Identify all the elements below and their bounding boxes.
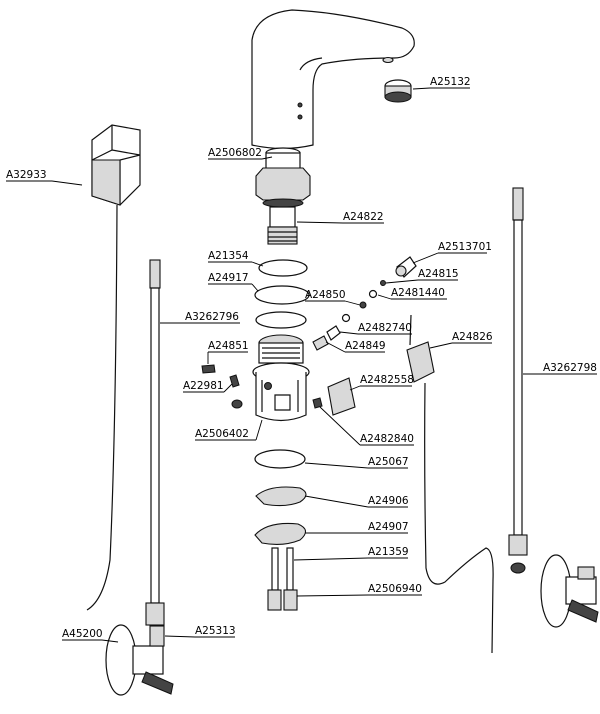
callout-a45200: A45200 [62, 628, 103, 640]
clip-a24907 [254, 522, 307, 546]
clip-a24906 [255, 486, 307, 507]
callout-a24906: A24906 [368, 495, 409, 507]
cartridge [267, 206, 298, 245]
callout-a2506802: A2506802 [208, 147, 262, 159]
callout-a32933: A32933 [6, 169, 47, 181]
callout-a24850: A24850 [305, 289, 346, 301]
callout-a2506940: A2506940 [368, 583, 422, 595]
callout-a24849: A24849 [345, 340, 386, 352]
callout-a25132: A25132 [430, 76, 471, 88]
callout-a2482840: A2482840 [360, 433, 414, 445]
callout-a2513701: A2513701 [438, 241, 492, 253]
callout-a21354: A21354 [208, 250, 249, 262]
callout-a24851: A24851 [208, 340, 249, 352]
screw-a22981 [229, 374, 240, 388]
callout-a25313: A25313 [195, 625, 236, 637]
control-box [86, 124, 141, 611]
aerator [384, 79, 412, 103]
callout-a22981: A22981 [183, 380, 224, 392]
callout-a25067: A25067 [368, 456, 409, 468]
sensor-cable [406, 314, 494, 654]
o-ring-a25067 [254, 449, 306, 469]
nut-small [231, 399, 243, 409]
valve-body [252, 334, 310, 422]
screw-a24851 [201, 364, 216, 374]
callout-a24815: A24815 [418, 268, 459, 280]
filter-plate [327, 377, 356, 416]
callout-a24917: A24917 [208, 272, 249, 284]
angle-valve-left [105, 624, 174, 696]
angle-valve-right [540, 554, 599, 628]
callout-a24907: A24907 [368, 521, 409, 533]
o-ring-a21354 [258, 259, 308, 277]
callout-a2506402: A2506402 [195, 428, 249, 440]
o-ring-upper [255, 311, 307, 329]
hose-right [508, 187, 528, 574]
callout-a3262798: A3262798 [543, 362, 597, 374]
solenoid-fittings [312, 256, 417, 351]
spout-nut [255, 147, 311, 208]
faucet-spout [251, 9, 415, 150]
callout-a2482740: A2482740 [358, 322, 412, 334]
hose-left [145, 259, 165, 626]
callout-a24826: A24826 [452, 331, 493, 343]
callout-a2482558: A2482558 [360, 374, 414, 386]
callout-a24822: A24822 [343, 211, 384, 223]
mounting-studs [267, 547, 298, 611]
callout-a21359: A21359 [368, 546, 409, 558]
o-ring-a24917 [254, 285, 310, 305]
callout-a2481440: A2481440 [391, 287, 445, 299]
screw-a2482840 [312, 397, 323, 409]
callout-a3262796: A3262796 [185, 311, 239, 323]
